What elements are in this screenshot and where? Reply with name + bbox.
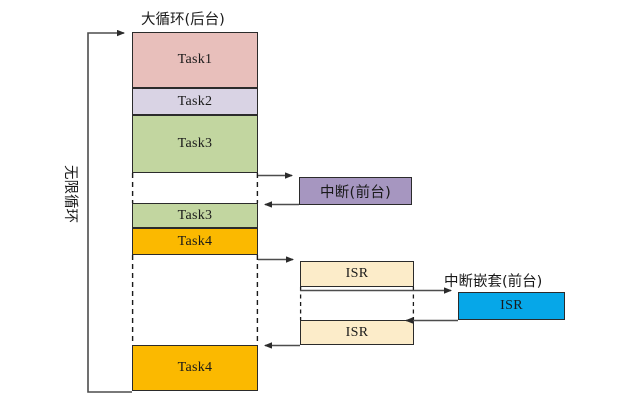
background-column-title: 大循环(后台) (141, 12, 225, 28)
interrupt-foreground-block: 中断(前台) (299, 177, 412, 205)
task-block-task4-resumed: Task4 (132, 345, 258, 391)
task-block-label: Task1 (177, 52, 213, 67)
isr-block-label: ISR (345, 324, 369, 340)
interrupt-foreground-label: 中断(前台) (319, 184, 392, 201)
nested-isr-block: ISR (458, 292, 565, 320)
task-block-task3: Task3 (132, 115, 258, 173)
task-block-label: Task3 (177, 207, 213, 223)
infinite-loop-label: 无限循环 (62, 165, 78, 223)
task-block-label: Task4 (177, 360, 213, 375)
task-block-task1: Task1 (132, 32, 258, 88)
task-block-label: Task4 (177, 233, 213, 249)
isr-block-lower: ISR (300, 320, 414, 345)
task-block-label: Task3 (177, 136, 213, 151)
task-block-task3-resumed: Task3 (132, 203, 258, 228)
nested-isr-label: ISR (500, 298, 523, 313)
isr-block-upper: ISR (300, 261, 414, 287)
infinite-loop-arrow (87, 29, 132, 393)
nested-interrupt-title: 中断嵌套(前台) (444, 274, 543, 290)
task-block-task4: Task4 (132, 228, 258, 255)
task-block-task2: Task2 (132, 88, 258, 115)
isr-block-label: ISR (345, 266, 369, 281)
task-block-label: Task2 (177, 93, 213, 109)
